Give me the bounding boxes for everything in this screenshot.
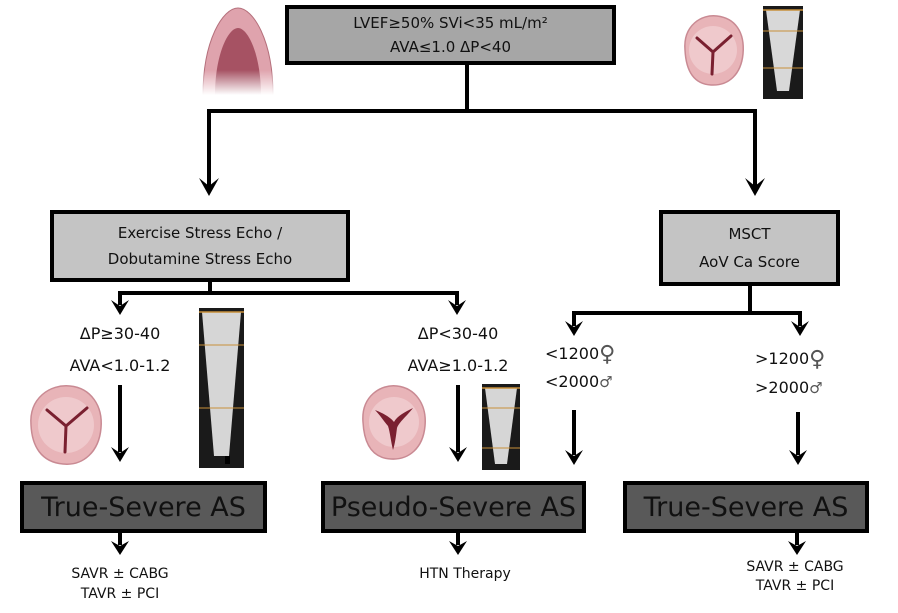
lv-apex-illustration bbox=[198, 7, 278, 95]
arrow-to-treatment-right bbox=[788, 530, 806, 555]
treatment-left-line-1: SAVR ± CABG bbox=[71, 566, 169, 582]
arrow-to-true-criteria bbox=[111, 291, 129, 315]
treatment-right-line-2: TAVR ± PCI bbox=[755, 578, 835, 594]
true-criteria-gradient: ΔP≥30-40 bbox=[79, 324, 161, 343]
stress-echo-box: Exercise Stress Echo / Dobutamine Stress… bbox=[50, 210, 350, 282]
arrow-to-high-ca bbox=[791, 311, 809, 336]
true-criteria-ava: AVA<1.0-1.2 bbox=[69, 356, 171, 375]
male-icon: ♂ bbox=[809, 379, 823, 397]
true-severe-label-left: True-Severe AS bbox=[41, 491, 246, 523]
htn-therapy-label: HTN Therapy bbox=[419, 566, 511, 582]
msct-box: MSCT AoV Ca Score bbox=[659, 210, 840, 286]
arrow-to-true-severe-right bbox=[789, 412, 807, 465]
male-icon: ♂ bbox=[599, 373, 613, 391]
arrow-to-stress-echo bbox=[199, 109, 219, 196]
treatment-right-line-1: SAVR ± CABG bbox=[746, 559, 844, 575]
msct-line-1: MSCT bbox=[728, 225, 771, 243]
high-ca-female: >1200♀ bbox=[755, 347, 825, 372]
arrow-to-low-ca bbox=[565, 311, 583, 336]
pseudo-criteria-gradient: ΔP<30-40 bbox=[417, 324, 499, 343]
high-ca-female-value: >1200 bbox=[755, 349, 810, 368]
low-ca-male: <2000♂ bbox=[545, 372, 613, 391]
low-ca-female: <1200♀ bbox=[545, 342, 615, 367]
arrow-to-treatment-left bbox=[111, 530, 129, 555]
arrow-low-ca-down bbox=[565, 410, 583, 465]
female-icon: ♀ bbox=[809, 347, 826, 372]
aortic-valve-open-icon bbox=[362, 385, 426, 460]
stress-echo-line-1: Exercise Stress Echo / bbox=[117, 224, 283, 242]
female-icon: ♀ bbox=[599, 342, 616, 367]
high-ca-male-value: >2000 bbox=[755, 378, 810, 397]
low-ca-male-value: <2000 bbox=[545, 372, 600, 391]
arrow-to-pseudo-criteria bbox=[448, 291, 466, 315]
arrow-to-pseudo-severe bbox=[449, 385, 467, 462]
criteria-line-2: AVA≤1.0 ΔP<40 bbox=[389, 38, 512, 56]
criteria-box: LVEF≥50% SVi<35 mL/m² AVA≤1.0 ΔP<40 bbox=[285, 5, 616, 65]
msct-line-2: AoV Ca Score bbox=[699, 253, 800, 271]
arrow-to-true-severe-left bbox=[111, 385, 129, 462]
true-severe-box-right: True-Severe AS bbox=[623, 481, 869, 533]
high-ca-male: >2000♂ bbox=[755, 378, 823, 397]
arrow-to-htn-therapy bbox=[449, 530, 467, 555]
pseudo-severe-box: Pseudo-Severe AS bbox=[321, 481, 586, 533]
aortic-valve-icon bbox=[684, 15, 744, 86]
treatment-left-line-2: TAVR ± PCI bbox=[80, 586, 160, 602]
criteria-line-1: LVEF≥50% SVi<35 mL/m² bbox=[353, 14, 548, 32]
doppler-trace-left bbox=[199, 308, 244, 468]
low-ca-female-value: <1200 bbox=[545, 344, 600, 363]
stress-echo-line-2: Dobutamine Stress Echo bbox=[107, 250, 293, 268]
true-severe-box-left: True-Severe AS bbox=[20, 481, 267, 533]
doppler-trace-middle bbox=[482, 384, 520, 470]
pseudo-criteria-ava: AVA≥1.0-1.2 bbox=[407, 356, 509, 375]
doppler-trace-top bbox=[763, 6, 803, 99]
true-severe-label-right: True-Severe AS bbox=[643, 491, 849, 523]
pseudo-severe-label: Pseudo-Severe AS bbox=[330, 491, 577, 523]
aortic-valve-severe-icon bbox=[30, 385, 102, 465]
arrow-to-msct bbox=[745, 109, 765, 196]
